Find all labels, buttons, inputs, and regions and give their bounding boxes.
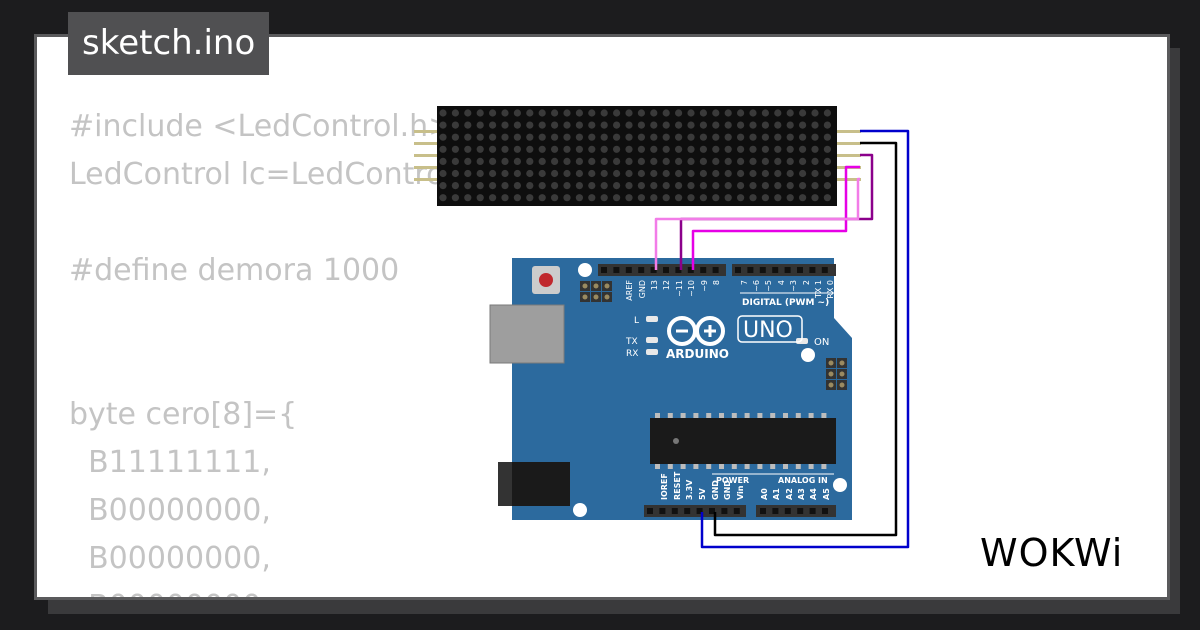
code-line: byte cero[8]={ xyxy=(69,397,298,432)
led-tx-label: TX xyxy=(625,337,638,347)
code-line: B00000000, xyxy=(69,493,271,528)
arduino-infinity-logo xyxy=(667,316,725,346)
digital-label: DIGITAL (PWM ~) xyxy=(742,298,829,308)
analog-pin-label: A1 xyxy=(772,488,781,500)
pin-label: ~6 xyxy=(752,280,761,292)
analog-pin-label: A2 xyxy=(785,488,794,500)
sketch-title: sketch.ino xyxy=(68,12,270,75)
power-pin-label: 3.3V xyxy=(685,479,694,500)
pin-label: ~9 xyxy=(700,280,709,292)
analog-pin-label: A0 xyxy=(760,488,769,500)
led-rx-label: RX xyxy=(626,349,638,359)
digital-pin-holes xyxy=(601,267,828,273)
pin-label: 4 xyxy=(777,280,786,285)
pin-label: ~11 xyxy=(675,280,684,297)
code-line: #define demora 1000 xyxy=(69,253,400,288)
pin-label: GND xyxy=(638,280,647,298)
bottom-pin-holes xyxy=(647,508,828,514)
pin-label: 12 xyxy=(662,280,671,290)
led-matrix[interactable] xyxy=(414,106,861,206)
microcontroller-chip xyxy=(650,413,836,469)
analog-label: ANALOG IN xyxy=(778,476,828,485)
pin-label: 8 xyxy=(712,280,721,285)
code-preview: #include <LedControl.h> LedControl lc=Led… xyxy=(69,103,465,597)
code-line: B00000000, xyxy=(69,541,271,576)
pin-label: RX 0 xyxy=(826,280,835,299)
mounting-hole xyxy=(578,263,592,277)
reset-button[interactable] xyxy=(532,266,560,294)
wire-cs[interactable] xyxy=(691,165,860,270)
wire-vcc[interactable] xyxy=(700,129,910,549)
wire-din[interactable] xyxy=(679,153,874,270)
code-line: LedControl lc=LedControl( xyxy=(69,157,465,192)
analog-pin-label: A3 xyxy=(797,488,806,500)
pin-label: ~10 xyxy=(687,280,696,297)
on-led-label: ON xyxy=(814,337,829,348)
pin-label: 7 xyxy=(740,280,749,285)
matrix-body xyxy=(437,106,837,206)
pin-label: AREF xyxy=(625,280,634,301)
power-pin-label: GND xyxy=(723,480,732,500)
icsp-header-right xyxy=(826,358,847,390)
code-line: B11111111, xyxy=(69,445,271,480)
icsp-header xyxy=(580,281,612,302)
mounting-hole xyxy=(833,478,847,492)
power-header xyxy=(644,505,746,517)
wire-clk[interactable] xyxy=(654,177,860,270)
power-pin-label: GND xyxy=(711,480,720,500)
pin-label: TX 1 xyxy=(814,280,823,299)
power-pin-label: Vin xyxy=(736,485,745,500)
power-label: POWER xyxy=(716,476,749,485)
code-line: B00000000, xyxy=(69,583,464,597)
mounting-hole xyxy=(573,503,587,517)
power-pin-label: RESET xyxy=(673,471,682,500)
model-label: UNO xyxy=(743,318,793,343)
analog-pin-label: A4 xyxy=(809,488,818,500)
power-pin-label: IOREF xyxy=(660,473,669,500)
led-l-label: L xyxy=(634,316,639,326)
power-jack xyxy=(498,462,570,506)
pin-label: 13 xyxy=(650,280,659,290)
usb-port xyxy=(489,304,565,364)
uno-badge xyxy=(737,315,803,343)
matrix-leds xyxy=(439,109,832,202)
wokwi-logo-text: WOKWi xyxy=(980,531,1123,574)
pin-label: 2 xyxy=(802,280,811,285)
analog-pin-label: A5 xyxy=(822,488,831,500)
pin-label: ~5 xyxy=(764,280,773,292)
brand-label: ARDUINO xyxy=(666,347,729,361)
code-line: #include <LedControl.h> xyxy=(69,109,454,144)
mounting-hole xyxy=(801,348,815,362)
wokwi-logo: WOKWi xyxy=(980,531,1123,574)
pin-label: ~3 xyxy=(789,280,798,292)
wire-gnd[interactable] xyxy=(713,141,898,537)
power-pin-label: 5V xyxy=(698,487,707,500)
